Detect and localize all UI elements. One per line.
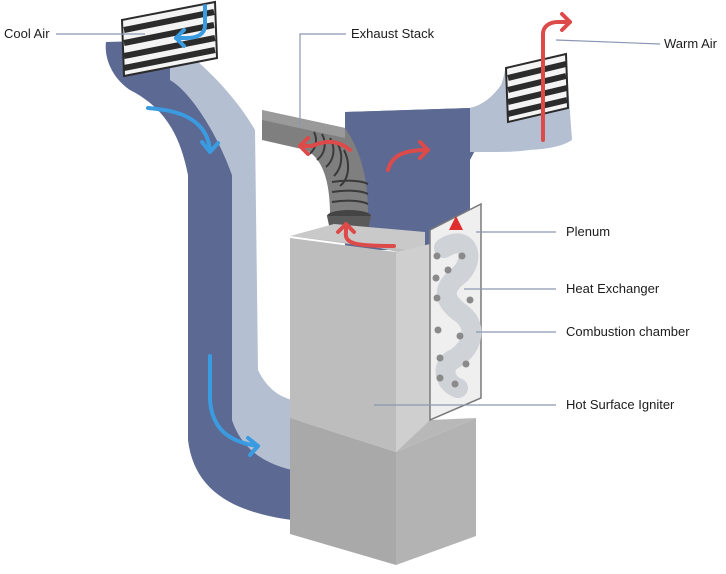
leader-exhaust-stack — [299, 33, 346, 128]
hot-surface-igniter-label: Hot Surface Igniter — [566, 397, 675, 412]
return-duct-light-face — [170, 40, 300, 470]
combustion-chamber-label: Combustion chamber — [566, 324, 690, 339]
return-duct-dark-face — [105, 40, 292, 520]
warm-air-grille — [504, 52, 570, 124]
furnace-cabinet — [290, 224, 476, 565]
warm-air-arrows — [298, 12, 572, 248]
plenum-label: Plenum — [566, 224, 611, 239]
heat-exchanger-flow-arrow — [449, 216, 463, 402]
leader-warm-air — [555, 39, 661, 45]
cool-air-arrows — [146, 4, 260, 457]
supply-duct-shadow — [345, 108, 470, 250]
leader-lines — [56, 33, 661, 406]
exhaust-stack-label: Exhaust Stack — [351, 26, 435, 41]
warm-air-label: Warm Air — [664, 36, 717, 51]
cool-air-label: Cool Air — [4, 26, 50, 41]
heat-exchanger-coil — [434, 233, 482, 398]
cool-air-grille — [120, 0, 219, 78]
heat-exchanger-label: Heat Exchanger — [566, 281, 660, 296]
